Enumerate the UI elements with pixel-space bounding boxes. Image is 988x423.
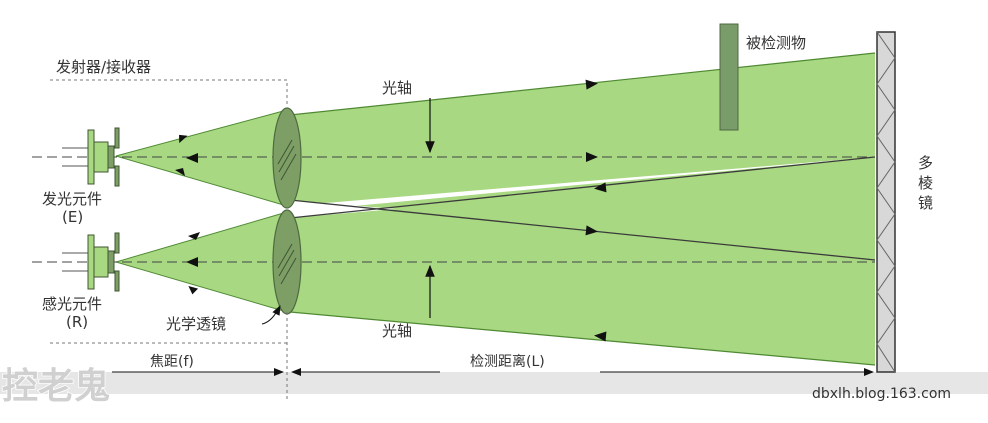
arrow-rec-bot <box>188 285 199 295</box>
lens-label: 光学透镜 <box>166 315 226 333</box>
prism-label-char-1: 多 <box>918 154 933 172</box>
arrow-ret-mid <box>594 182 607 193</box>
prism-mirror <box>876 31 896 373</box>
emitter-code-label: (E) <box>62 208 83 226</box>
watermark-url: dbxlh.blog.163.com <box>812 386 951 402</box>
beam-crossing <box>290 200 395 218</box>
emit-cone <box>116 110 287 206</box>
prism-label-char-2: 棱 <box>918 174 933 192</box>
arrow-ret-bot <box>594 331 607 342</box>
lens-leader-line <box>261 305 281 325</box>
cone-edge-2 <box>115 155 288 207</box>
receiver-label: 感光元件 <box>42 295 102 313</box>
prism-zigzag <box>876 31 896 373</box>
arrow-rec-top <box>188 232 200 240</box>
receiver-code-label: (R) <box>66 313 88 331</box>
transceiver-bracket <box>50 79 288 105</box>
transceiver-label: 发射器/接收器 <box>56 58 151 76</box>
emitter-device <box>62 127 120 187</box>
cone-edge-1 <box>115 109 288 157</box>
arrow-emit-bot <box>175 168 185 176</box>
arrow-emit-mid <box>186 153 198 163</box>
arrow-rec-mid <box>186 257 198 267</box>
cross-ray-1 <box>289 199 876 261</box>
beam-arrows <box>175 79 607 342</box>
optical-axis-label-bottom: 光轴 <box>382 322 412 340</box>
beam-edge-bottom <box>289 311 876 366</box>
optical-axis-label-top: 光轴 <box>382 79 412 97</box>
prism-label-char-3: 镜 <box>918 194 933 212</box>
beam-edge-top <box>289 52 876 116</box>
cone-edge-4 <box>115 261 288 313</box>
cone-edge-3 <box>115 211 288 263</box>
target-object <box>719 23 739 131</box>
target-object-label: 被检测物 <box>746 34 806 52</box>
cross-ray-2 <box>289 156 876 219</box>
arrow-out-top <box>585 79 598 90</box>
focal-length-label: 焦距(f) <box>150 354 194 370</box>
return-beam <box>290 157 875 365</box>
ground-strip <box>0 372 988 394</box>
lens-hatch-bottom <box>277 243 297 285</box>
watermark-left: 控老鬼 <box>2 366 110 407</box>
detection-distance-label: 检测距离(L) <box>470 353 545 370</box>
receiver-device <box>62 232 120 292</box>
emitter-label: 发光元件 <box>42 190 102 208</box>
lens-hatch-top <box>277 139 297 181</box>
arrow-out-mid <box>586 152 598 162</box>
arrow-ret-mid2 <box>585 225 598 236</box>
arrow-emit-top <box>179 134 188 144</box>
